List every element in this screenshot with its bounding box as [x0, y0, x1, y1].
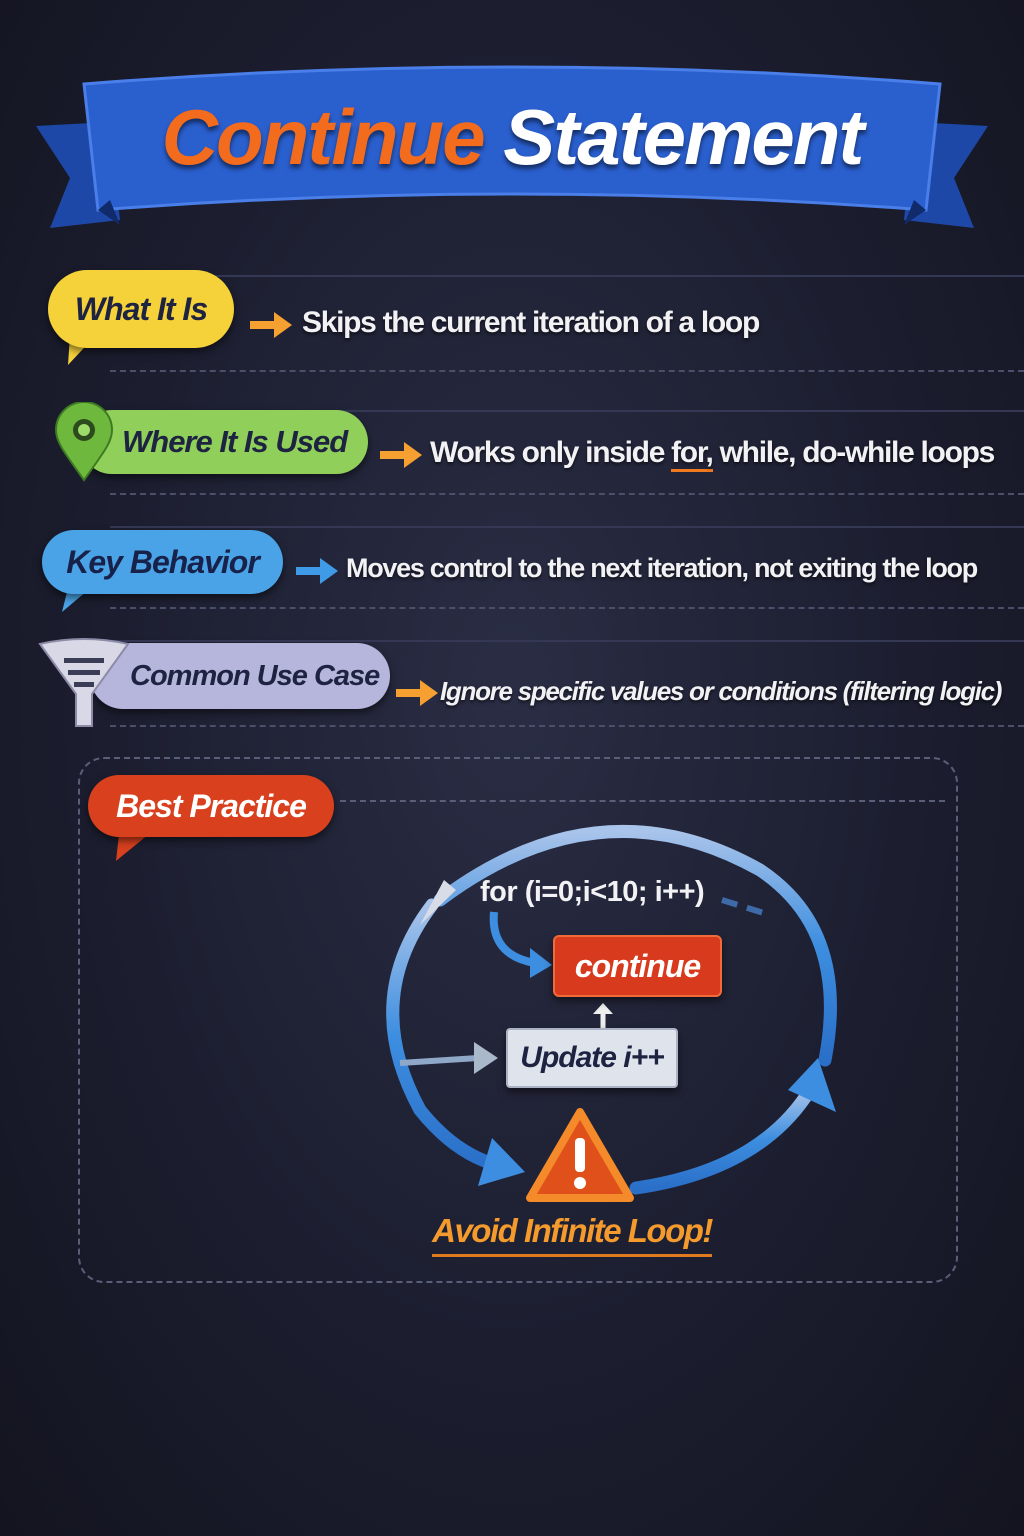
warning-text: Avoid Infinite Loop!	[432, 1212, 713, 1257]
row-divider	[110, 370, 1024, 372]
title-banner	[36, 65, 988, 228]
row-divider	[110, 275, 1024, 277]
arrow-down-icon	[478, 1138, 525, 1186]
funnel-icon	[38, 638, 130, 727]
update-box: Update i++	[506, 1028, 678, 1088]
arrow-to-continue	[489, 911, 536, 967]
arrow-left-icon	[420, 880, 456, 925]
badge-common-use-case: Common Use Case	[90, 643, 390, 709]
panel-divider	[340, 800, 945, 802]
key-behavior-text: Moves control to the next iteration, not…	[346, 553, 978, 583]
loop-arc-bottom	[629, 1083, 817, 1195]
row-divider	[110, 725, 1024, 727]
loop-header-code: for (i=0;i<10; i++)	[480, 876, 705, 908]
arrow-right-icon	[296, 558, 338, 584]
badge-key-behavior: Key Behavior	[42, 530, 283, 594]
title-statement: Statement	[503, 93, 864, 181]
badge-where-it-is-used: Where It Is Used	[80, 410, 368, 474]
best-practice-panel	[78, 757, 958, 1283]
row-divider	[110, 640, 1024, 642]
dashed-arc	[721, 897, 771, 918]
warning-mark	[575, 1138, 585, 1172]
text-suffix: while, do-while loops	[712, 436, 996, 469]
arrow-up-icon	[593, 1003, 613, 1014]
arrow-right-icon	[380, 442, 422, 468]
loop-arc-left	[386, 898, 517, 1175]
arrow-to-update	[399, 1055, 479, 1066]
badge-what-it-is: What It Is	[48, 270, 234, 348]
arrow-right-icon	[530, 948, 552, 978]
location-pin-icon	[54, 402, 114, 482]
badge-best-practice: Best Practice	[88, 775, 334, 837]
loop-diagram	[386, 825, 837, 1202]
loop-arc-top	[433, 825, 837, 1067]
common-use-case-text: Ignore specific values or conditions (fi…	[440, 676, 1002, 706]
what-it-is-text: Skips the current iteration of a loop	[302, 306, 760, 339]
row-divider	[110, 493, 1024, 495]
keyword-for: for,	[671, 436, 714, 472]
warning-dot	[574, 1177, 586, 1189]
row-divider	[110, 410, 1024, 412]
arrow-up-icon	[788, 1058, 836, 1112]
row-divider	[110, 526, 1024, 528]
page-title: Continue Statement	[0, 92, 1024, 183]
text-prefix: Works only inside	[430, 436, 672, 469]
title-continue: Continue	[161, 93, 486, 181]
row-divider	[110, 607, 1024, 609]
arrow-right-icon	[396, 680, 438, 706]
arrow-right-icon	[250, 312, 292, 338]
arrow-right-icon	[474, 1042, 498, 1074]
where-it-is-used-text: Works only inside for, while, do-while l…	[430, 436, 996, 472]
continue-box: continue	[553, 935, 722, 997]
